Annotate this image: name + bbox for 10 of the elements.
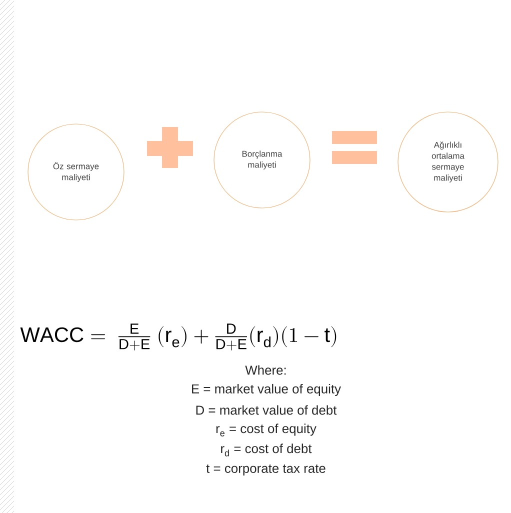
- formula: $\mathrm{WACC} = \ \frac{\mathrm{E}}{\mathrm{D+E}}\ (\mathrm{r_e}) + \frac{\mathrm{D}}{\mathrm{D+E}}(\mathrm{r_d})(1-\mathrm{t})$: [20, 324, 336, 350]
- circle-node: Öz sermaye maliyeti: [28, 124, 124, 220]
- definition-text: E = market value of equity: [192, 384, 341, 396]
- definition-text: Where:: [245, 365, 286, 375]
- definition-text: r$_{e}$ = cost of equity: [216, 424, 316, 436]
- definition-text: D = market value of debt: [196, 405, 337, 415]
- circle-node: Ağırlıklı ortalama sermaye maliyeti: [398, 112, 498, 212]
- definition-text: t = corporate tax rate: [206, 464, 326, 476]
- definition-text: r$_{d}$ = cost of debt: [221, 444, 312, 456]
- circle-node: Borçlanma maliyeti: [214, 112, 310, 208]
